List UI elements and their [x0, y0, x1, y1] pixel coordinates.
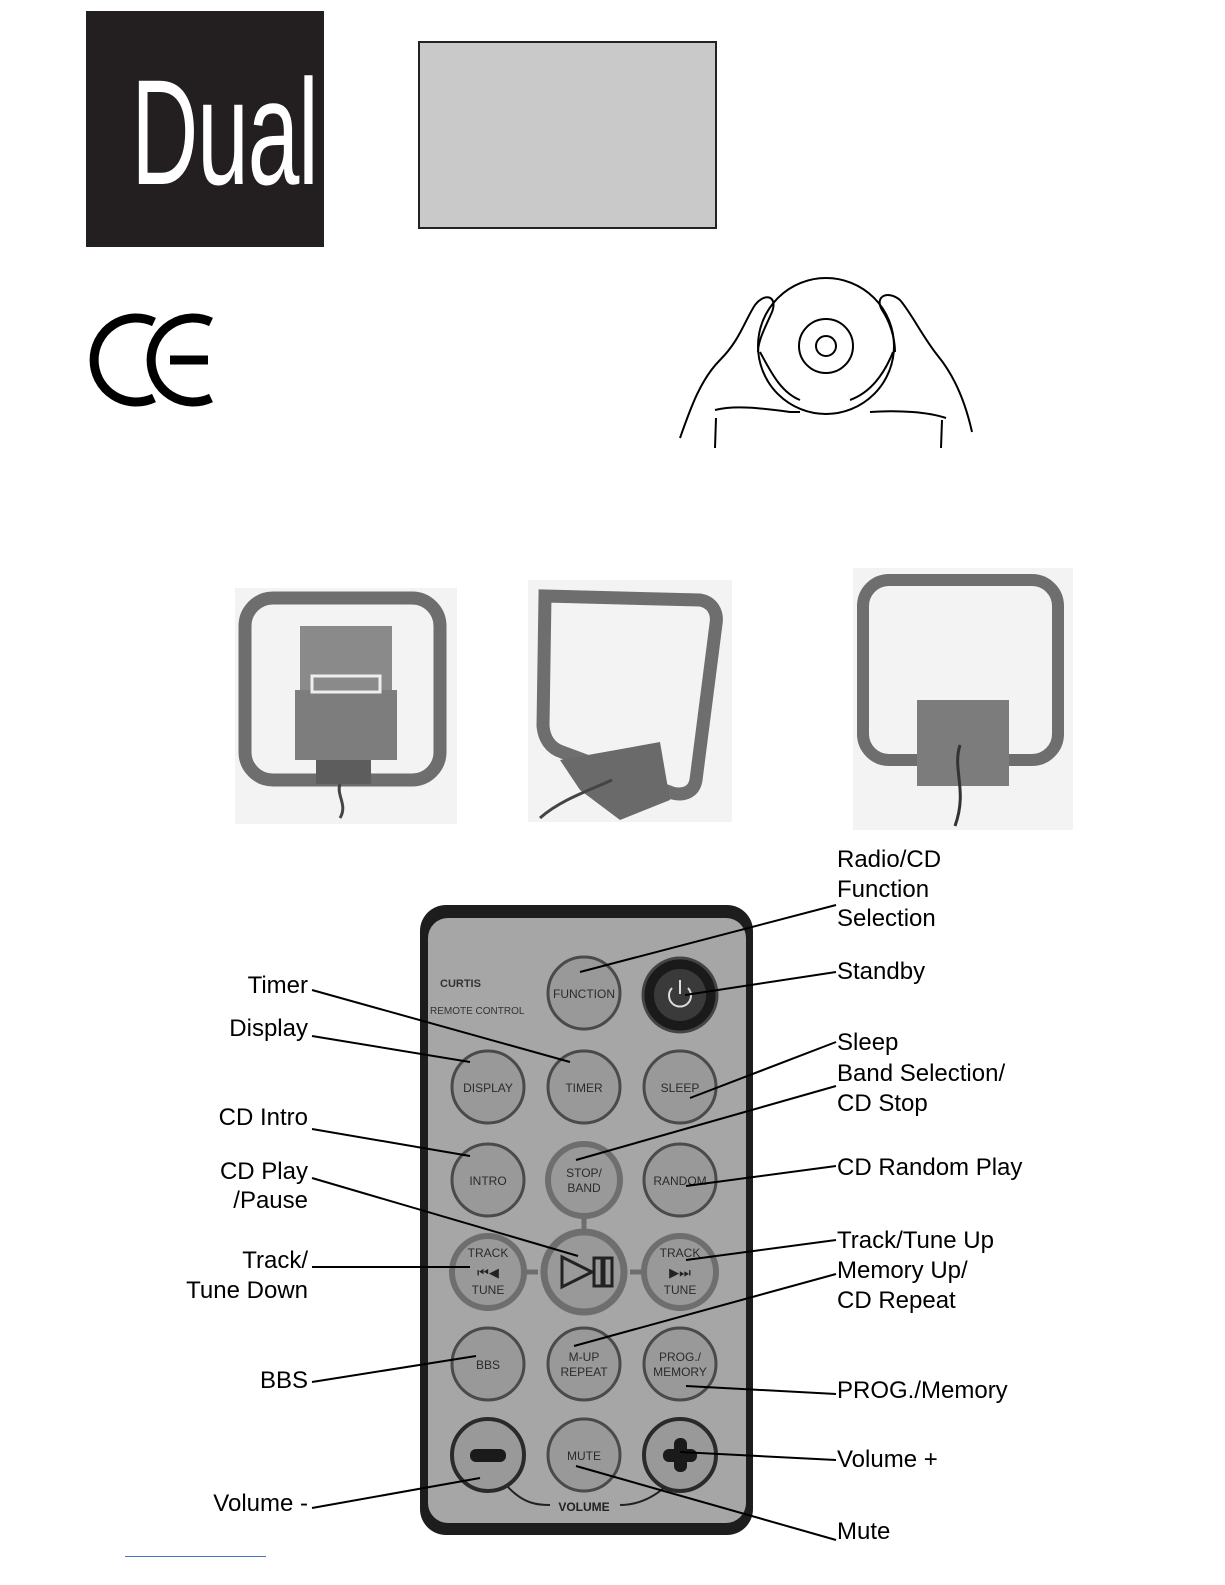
label-volume-plus: Volume + [837, 1446, 938, 1473]
remote-control-image: CURTIS REMOTE CONTROL FUNCTION DISPLAY T… [420, 905, 753, 1535]
track-up-button[interactable] [641, 1233, 719, 1311]
ce-mark-icon [89, 313, 213, 407]
intro-button-label: INTRO [469, 1174, 506, 1188]
label-track-up: Track/Tune Up [837, 1227, 994, 1254]
loop-antenna-angled-image [528, 580, 732, 822]
sleep-button-label: SLEEP [661, 1081, 700, 1095]
prog-label-2: MEMORY [653, 1365, 707, 1379]
volume-caption: VOLUME [558, 1500, 609, 1514]
label-cd-random: CD Random Play [837, 1154, 1023, 1181]
mup-repeat-button[interactable] [546, 1326, 622, 1402]
play-pause-icon [560, 1254, 614, 1290]
timer-button-label: TIMER [565, 1081, 603, 1095]
label-cd-intro: CD Intro [218, 1104, 308, 1131]
bbs-button[interactable] [450, 1326, 526, 1402]
label-track-down-2: Tune Down [186, 1277, 308, 1304]
label-cd-play-1: CD Play [219, 1158, 308, 1185]
callout-lines [311, 904, 837, 1541]
random-button[interactable] [642, 1142, 718, 1218]
label-bbs: BBS [259, 1367, 308, 1394]
label-mute: Mute [837, 1518, 891, 1545]
function-button[interactable] [546, 955, 622, 1031]
label-band-2: CD Stop [837, 1090, 928, 1117]
prog-memory-button[interactable] [642, 1326, 718, 1402]
skip-forward-icon: ▶⏭ [669, 1266, 691, 1281]
label-display: Display [229, 1015, 308, 1042]
label-radio-cd-2: Function [837, 876, 930, 903]
label-volume-minus: Volume - [213, 1490, 308, 1517]
timer-button[interactable] [546, 1049, 622, 1125]
label-standby: Standby [837, 958, 926, 985]
label-radio-cd-3: Selection [837, 905, 936, 932]
random-button-label: RANDOM [653, 1174, 706, 1188]
footer-rule [125, 1556, 266, 1557]
display-button-label: DISPLAY [463, 1081, 513, 1095]
mute-button-label: MUTE [567, 1449, 601, 1463]
label-track-down-1: Track/ [242, 1247, 308, 1274]
label-cd-play-2: /Pause [233, 1187, 308, 1214]
stop-band-label-1: STOP/ [566, 1166, 602, 1180]
loop-antenna-back-image [853, 568, 1073, 830]
stop-band-button[interactable] [545, 1141, 623, 1219]
label-memory-up-1: Memory Up/ [837, 1257, 968, 1284]
label-memory-up-2: CD Repeat [837, 1287, 956, 1314]
skip-back-icon: ⏮◀ [477, 1266, 499, 1281]
mup-label-2: REPEAT [560, 1365, 608, 1379]
grey-placeholder-box [418, 41, 717, 229]
minus-icon [470, 1449, 506, 1462]
stop-band-label-2: BAND [567, 1181, 601, 1195]
label-radio-cd-1: Radio/CD [837, 846, 942, 873]
label-timer: Timer [247, 972, 308, 999]
bbs-button-label: BBS [476, 1358, 500, 1372]
function-button-label: FUNCTION [553, 987, 615, 1001]
loop-antenna-front-image [235, 588, 457, 824]
remote-brand: CURTIS [440, 978, 481, 990]
remote-subtitle: REMOTE CONTROL [430, 1006, 525, 1017]
track-down-label: TRACK [468, 1246, 509, 1260]
label-prog: PROG./Memory [837, 1377, 1008, 1404]
label-band-1: Band Selection/ [837, 1060, 1006, 1087]
dual-logo: Dual [86, 11, 324, 247]
tune-up-label: TUNE [664, 1283, 697, 1297]
intro-button[interactable] [450, 1142, 526, 1218]
prog-label-1: PROG./ [659, 1350, 702, 1364]
track-down-button[interactable] [449, 1233, 527, 1311]
tune-down-label: TUNE [472, 1283, 505, 1297]
track-up-label: TRACK [660, 1246, 701, 1260]
label-sleep: Sleep [837, 1029, 899, 1056]
hands-holding-disc-icon [679, 277, 973, 449]
display-button[interactable] [450, 1049, 526, 1125]
mup-label-1: M-UP [569, 1350, 600, 1364]
